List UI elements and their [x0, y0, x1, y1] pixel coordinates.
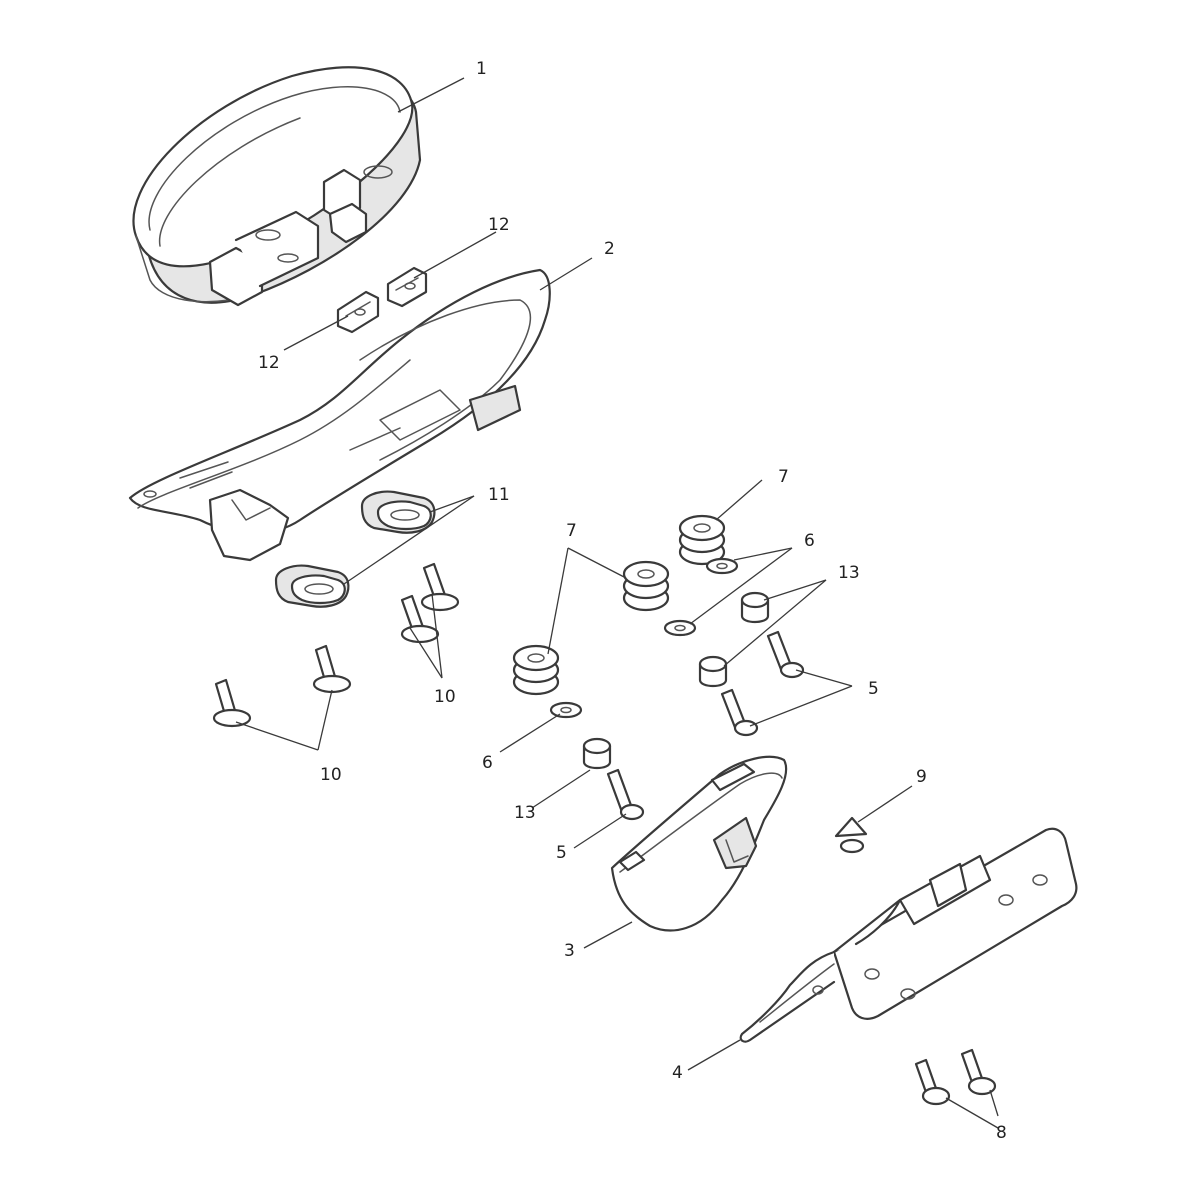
part-8-bolt-b	[914, 1058, 951, 1106]
callout-5-right: 5	[868, 679, 879, 699]
part-11-grommet-upper	[360, 490, 436, 534]
callout-4: 4	[672, 1063, 683, 1083]
part-12-clip-lower	[336, 290, 380, 334]
callout-8: 8	[996, 1123, 1007, 1143]
callout-labels: 1 2 12 12 11 7 7 6 6 13 13 5 5 10 10 9 3…	[258, 59, 1007, 1143]
leader-lines	[235, 77, 999, 1129]
callout-3: 3	[564, 941, 575, 961]
callout-6-left: 6	[482, 753, 493, 773]
part-12-clip-upper	[386, 266, 428, 308]
part-3-lower-cover	[610, 755, 788, 932]
part-7-mount-top	[678, 514, 726, 566]
callout-12-upper: 12	[488, 215, 510, 235]
callout-12-lower: 12	[258, 353, 280, 373]
callout-5-left: 5	[556, 843, 567, 863]
part-8-bolt-a	[960, 1048, 997, 1096]
callout-10-middle: 10	[434, 687, 456, 707]
part-11-grommet-lower	[274, 564, 350, 608]
callout-9: 9	[916, 767, 927, 787]
part-7-mount-lower	[512, 644, 560, 696]
part-5-bolt-b	[720, 688, 759, 737]
callout-13-left: 13	[514, 803, 536, 823]
callout-7-left: 7	[566, 521, 577, 541]
part-13-spacer-a	[740, 591, 770, 624]
part-9-fastener	[834, 816, 868, 854]
part-6-washer-a	[705, 557, 739, 575]
callout-13-right: 13	[838, 563, 860, 583]
callout-10-left: 10	[320, 765, 342, 785]
part-10-screw-c	[312, 644, 352, 694]
part-13-spacer-c	[582, 737, 612, 770]
callout-2: 2	[604, 239, 615, 259]
part-13-spacer-b	[698, 655, 728, 688]
part-6-washer-c	[549, 701, 583, 719]
part-7-mount-middle	[622, 560, 670, 612]
part-10-screw-a	[420, 562, 460, 612]
part-6-washer-b	[663, 619, 697, 637]
callout-11: 11	[488, 485, 510, 505]
part-2-cover	[128, 268, 551, 562]
part-1-instrument	[132, 66, 422, 307]
callout-6-right: 6	[804, 531, 815, 551]
part-5-bolt-a	[766, 630, 805, 679]
part-5-bolt-c	[606, 768, 645, 821]
callout-1: 1	[476, 59, 487, 79]
part-4-mounting-bracket	[739, 827, 1078, 1043]
part-10-screw-d	[212, 678, 252, 728]
callout-7-right: 7	[778, 467, 789, 487]
